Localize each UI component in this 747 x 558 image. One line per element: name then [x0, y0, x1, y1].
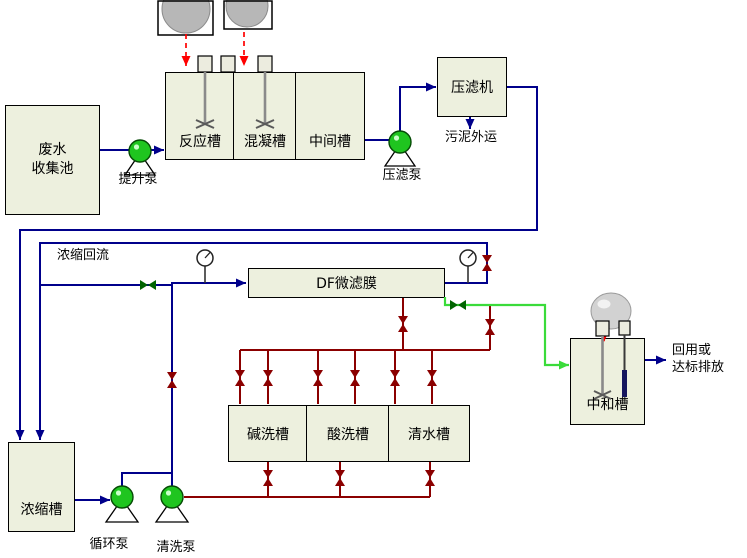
- tank-reaction: 反应槽: [165, 72, 235, 160]
- dosing-hopper-neutralization: [590, 292, 632, 330]
- tank-neutralization-label: 中和槽: [586, 397, 629, 413]
- pump-filter-press-label: 压滤泵: [382, 168, 422, 183]
- valve-reflux: [140, 280, 156, 290]
- pipe-wash-top-header: [239, 349, 490, 404]
- tank-acid-wash-label: 酸洗槽: [327, 426, 369, 443]
- valve-cleanwater-outlet: [425, 470, 435, 486]
- pipe-permeate: [443, 297, 569, 370]
- pump-lift: [123, 139, 157, 176]
- valve-alkali-outlet: [263, 470, 273, 486]
- tank-reaction-label: 反应槽: [179, 134, 221, 150]
- tank-intermediate-label: 中间槽: [309, 134, 351, 150]
- valve-cleanwater-inlet-1: [390, 370, 400, 386]
- dosing-tank-1: [157, 0, 214, 36]
- cip-pipes: [184, 298, 491, 498]
- tank-acid-wash: 酸洗槽: [306, 405, 390, 462]
- sludge-out-label: 污泥外运: [444, 130, 497, 145]
- concentrate-reflux-label: 浓缩回流: [56, 248, 109, 263]
- valve-acid-outlet: [335, 470, 345, 486]
- tank-intermediate: 中间槽: [295, 72, 365, 160]
- tank-alkali-wash: 碱洗槽: [228, 405, 308, 462]
- tank-wastewater-collection: 废水 收集池: [5, 105, 100, 215]
- tank-concentration-label: 浓缩槽: [20, 502, 63, 518]
- tank-coagulation: 混凝槽: [233, 72, 297, 160]
- dosing-port-box: [220, 55, 236, 73]
- tank-coagulation-label: 混凝槽: [244, 134, 286, 150]
- tank-wastewater-collection-label: 废水 收集池: [31, 142, 74, 177]
- pipe-presspump-to-press: [399, 82, 436, 134]
- df-membrane: DF微滤膜: [248, 268, 445, 298]
- valve-permeate: [450, 300, 466, 310]
- pump-filter-press: [383, 130, 417, 167]
- valve-alkali-inlet-2: [263, 370, 273, 386]
- valve-membrane-drain: [398, 316, 408, 332]
- valve-alkali-inlet-1: [235, 370, 245, 386]
- tank-neutralization: 中和槽: [570, 338, 645, 425]
- gauge-outlet-pressure: [459, 249, 477, 283]
- pipe-circulation-discharge: [121, 472, 171, 486]
- valve-cleanwater-inlet-2: [427, 370, 437, 386]
- pump-circulation: [104, 485, 140, 523]
- tank-clean-water: 清水槽: [388, 405, 470, 462]
- filter-press-label: 压滤机: [451, 80, 493, 96]
- pipe-wash-bottom-header: [184, 462, 431, 498]
- tank-concentration: 浓缩槽: [8, 442, 75, 532]
- gauge-feed-pressure: [196, 249, 214, 283]
- pump-circulation-label: 循环泵: [89, 537, 129, 552]
- pump-cleaning: [154, 485, 190, 523]
- pump-lift-label: 提升泵: [118, 172, 158, 187]
- valve-permeate-tee: [485, 319, 495, 335]
- valve-concentrate-return: [482, 255, 492, 271]
- df-membrane-label: DF微滤膜: [316, 276, 377, 292]
- tank-alkali-wash-label: 碱洗槽: [247, 426, 289, 443]
- tank-clean-water-label: 清水槽: [408, 426, 450, 443]
- valve-feed-riser: [167, 372, 177, 388]
- valve-acid-inlet-2: [350, 370, 360, 386]
- outlet-label: 回用或 达标排放: [672, 343, 725, 375]
- valve-acid-inlet-1: [313, 370, 323, 386]
- pump-cleaning-label: 清洗泵: [156, 540, 196, 555]
- filter-press: 压滤机: [437, 57, 507, 117]
- dosing-tank-2: [223, 0, 273, 30]
